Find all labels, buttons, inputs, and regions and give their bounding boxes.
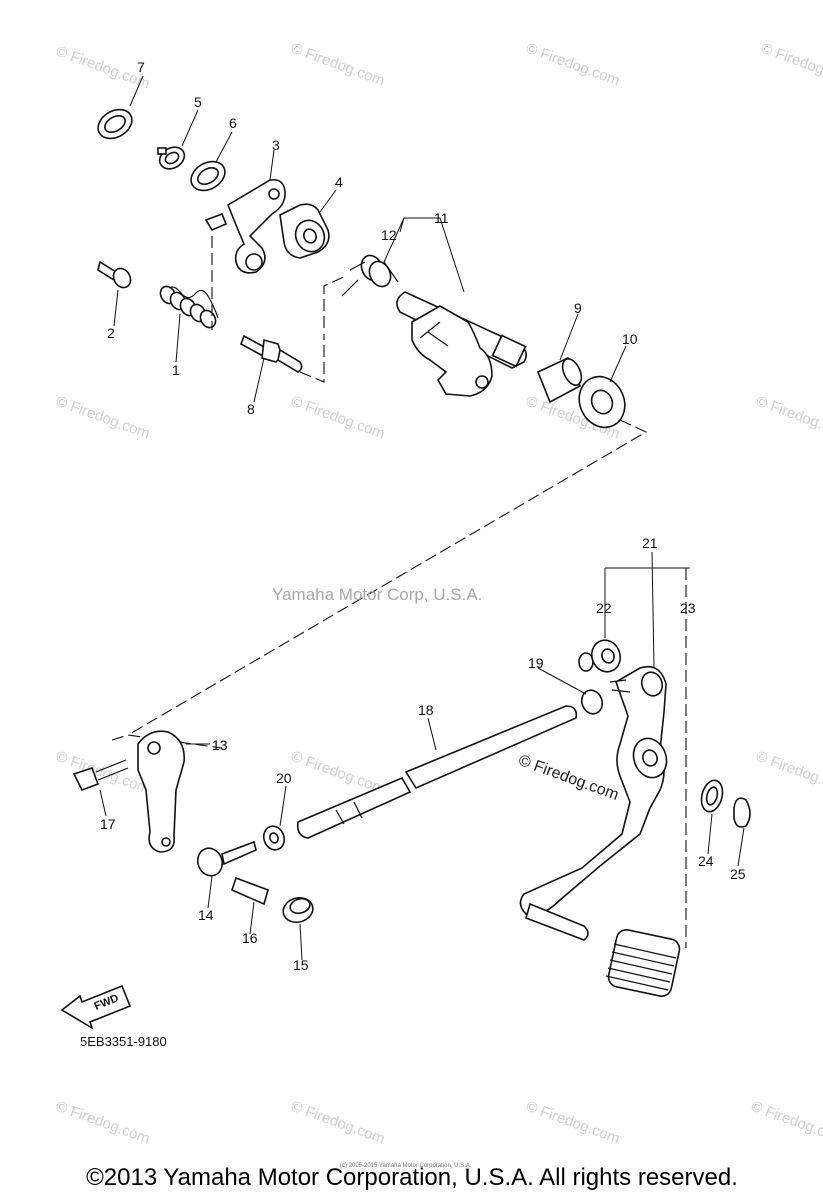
- callout-2: 2: [107, 325, 115, 341]
- part-washer: [97, 108, 133, 140]
- watermark: © Firedog.com: [289, 393, 387, 443]
- callout-19: 19: [528, 655, 544, 671]
- leader-lines: [99, 75, 745, 961]
- part-washer: [700, 779, 724, 813]
- part-spring: [159, 285, 219, 329]
- part-shift-rod: [296, 705, 578, 839]
- callout-24: 24: [698, 853, 714, 869]
- watermark: © Firedog.com: [54, 393, 152, 443]
- part-nut: [580, 689, 604, 715]
- part-shift-lever: [137, 730, 185, 853]
- part-clip: [733, 797, 751, 828]
- watermark: © Firedog.com: [524, 1098, 622, 1148]
- watermark: © Firedog.com: [749, 1098, 823, 1148]
- callout-6: 6: [229, 115, 237, 131]
- callout-17: 17: [100, 816, 116, 832]
- copyright-footer: ©2013 Yamaha Motor Corporation, U.S.A. A…: [86, 1164, 738, 1191]
- callout-5: 5: [194, 94, 202, 110]
- part-pedal-rubber: [605, 929, 681, 997]
- small-copyright: (c) 2005-2015 Yamaha Motor Corporation, …: [340, 1163, 472, 1169]
- watermark: © Firedog.com: [289, 1098, 387, 1148]
- callout-25: 25: [730, 866, 746, 882]
- callout-22: 22: [596, 600, 612, 616]
- part-shift-arm: [204, 178, 286, 274]
- watermark: © Firedog.com: [289, 40, 387, 90]
- callout-12: 12: [381, 227, 397, 243]
- part-stud-bolt: [240, 334, 303, 373]
- part-rod-joint: [196, 840, 257, 877]
- callout-18: 18: [418, 702, 434, 718]
- part-bolt: [97, 260, 132, 289]
- callout-14: 14: [198, 907, 214, 923]
- center-watermark: Yamaha Motor Corp, U.S.A.: [272, 585, 483, 604]
- fwd-arrow-icon: FWD: [60, 984, 132, 1030]
- part-washer: [190, 160, 226, 192]
- callout-10: 10: [622, 331, 638, 347]
- part-bush: [536, 356, 583, 404]
- diagram-code: 5EB3351-9180: [80, 1034, 167, 1049]
- watermark: © Firedog.com: [54, 1098, 152, 1148]
- callout-1: 1: [172, 362, 180, 378]
- callout-9: 9: [574, 300, 582, 316]
- callout-15: 15: [293, 957, 309, 973]
- part-oil-seal: [578, 375, 626, 429]
- callout-11: 11: [434, 210, 449, 226]
- part-nut: [262, 825, 286, 851]
- callout-21: 21: [642, 535, 658, 551]
- part-spring: [341, 254, 399, 297]
- part-joint: [578, 639, 622, 673]
- callout-16: 16: [242, 930, 258, 946]
- part-shift-pedal: [519, 665, 668, 941]
- part-bolt: [231, 876, 269, 906]
- part-shift-shaft: [396, 291, 528, 397]
- watermark: © Firedog.com: [524, 40, 622, 90]
- callout-23: 23: [680, 600, 696, 616]
- callout-8: 8: [247, 401, 255, 417]
- callout-13: 13: [212, 737, 228, 753]
- part-cap: [282, 896, 314, 924]
- part-collar: [279, 203, 330, 259]
- callout-20: 20: [276, 770, 292, 786]
- callout-3: 3: [272, 137, 280, 153]
- callout-4: 4: [335, 174, 343, 190]
- callout-7: 7: [137, 59, 145, 75]
- callouts: 7 5 6 3 4 11 12 2 1 8 9 10 21 22 23 19 1…: [100, 59, 746, 973]
- part-bolt: [72, 759, 129, 792]
- watermark: © Firedog.com: [754, 393, 823, 443]
- watermark: © Firedog.com: [759, 40, 823, 90]
- watermark: © Firedog.com: [754, 748, 823, 798]
- part-circlip: [157, 146, 186, 170]
